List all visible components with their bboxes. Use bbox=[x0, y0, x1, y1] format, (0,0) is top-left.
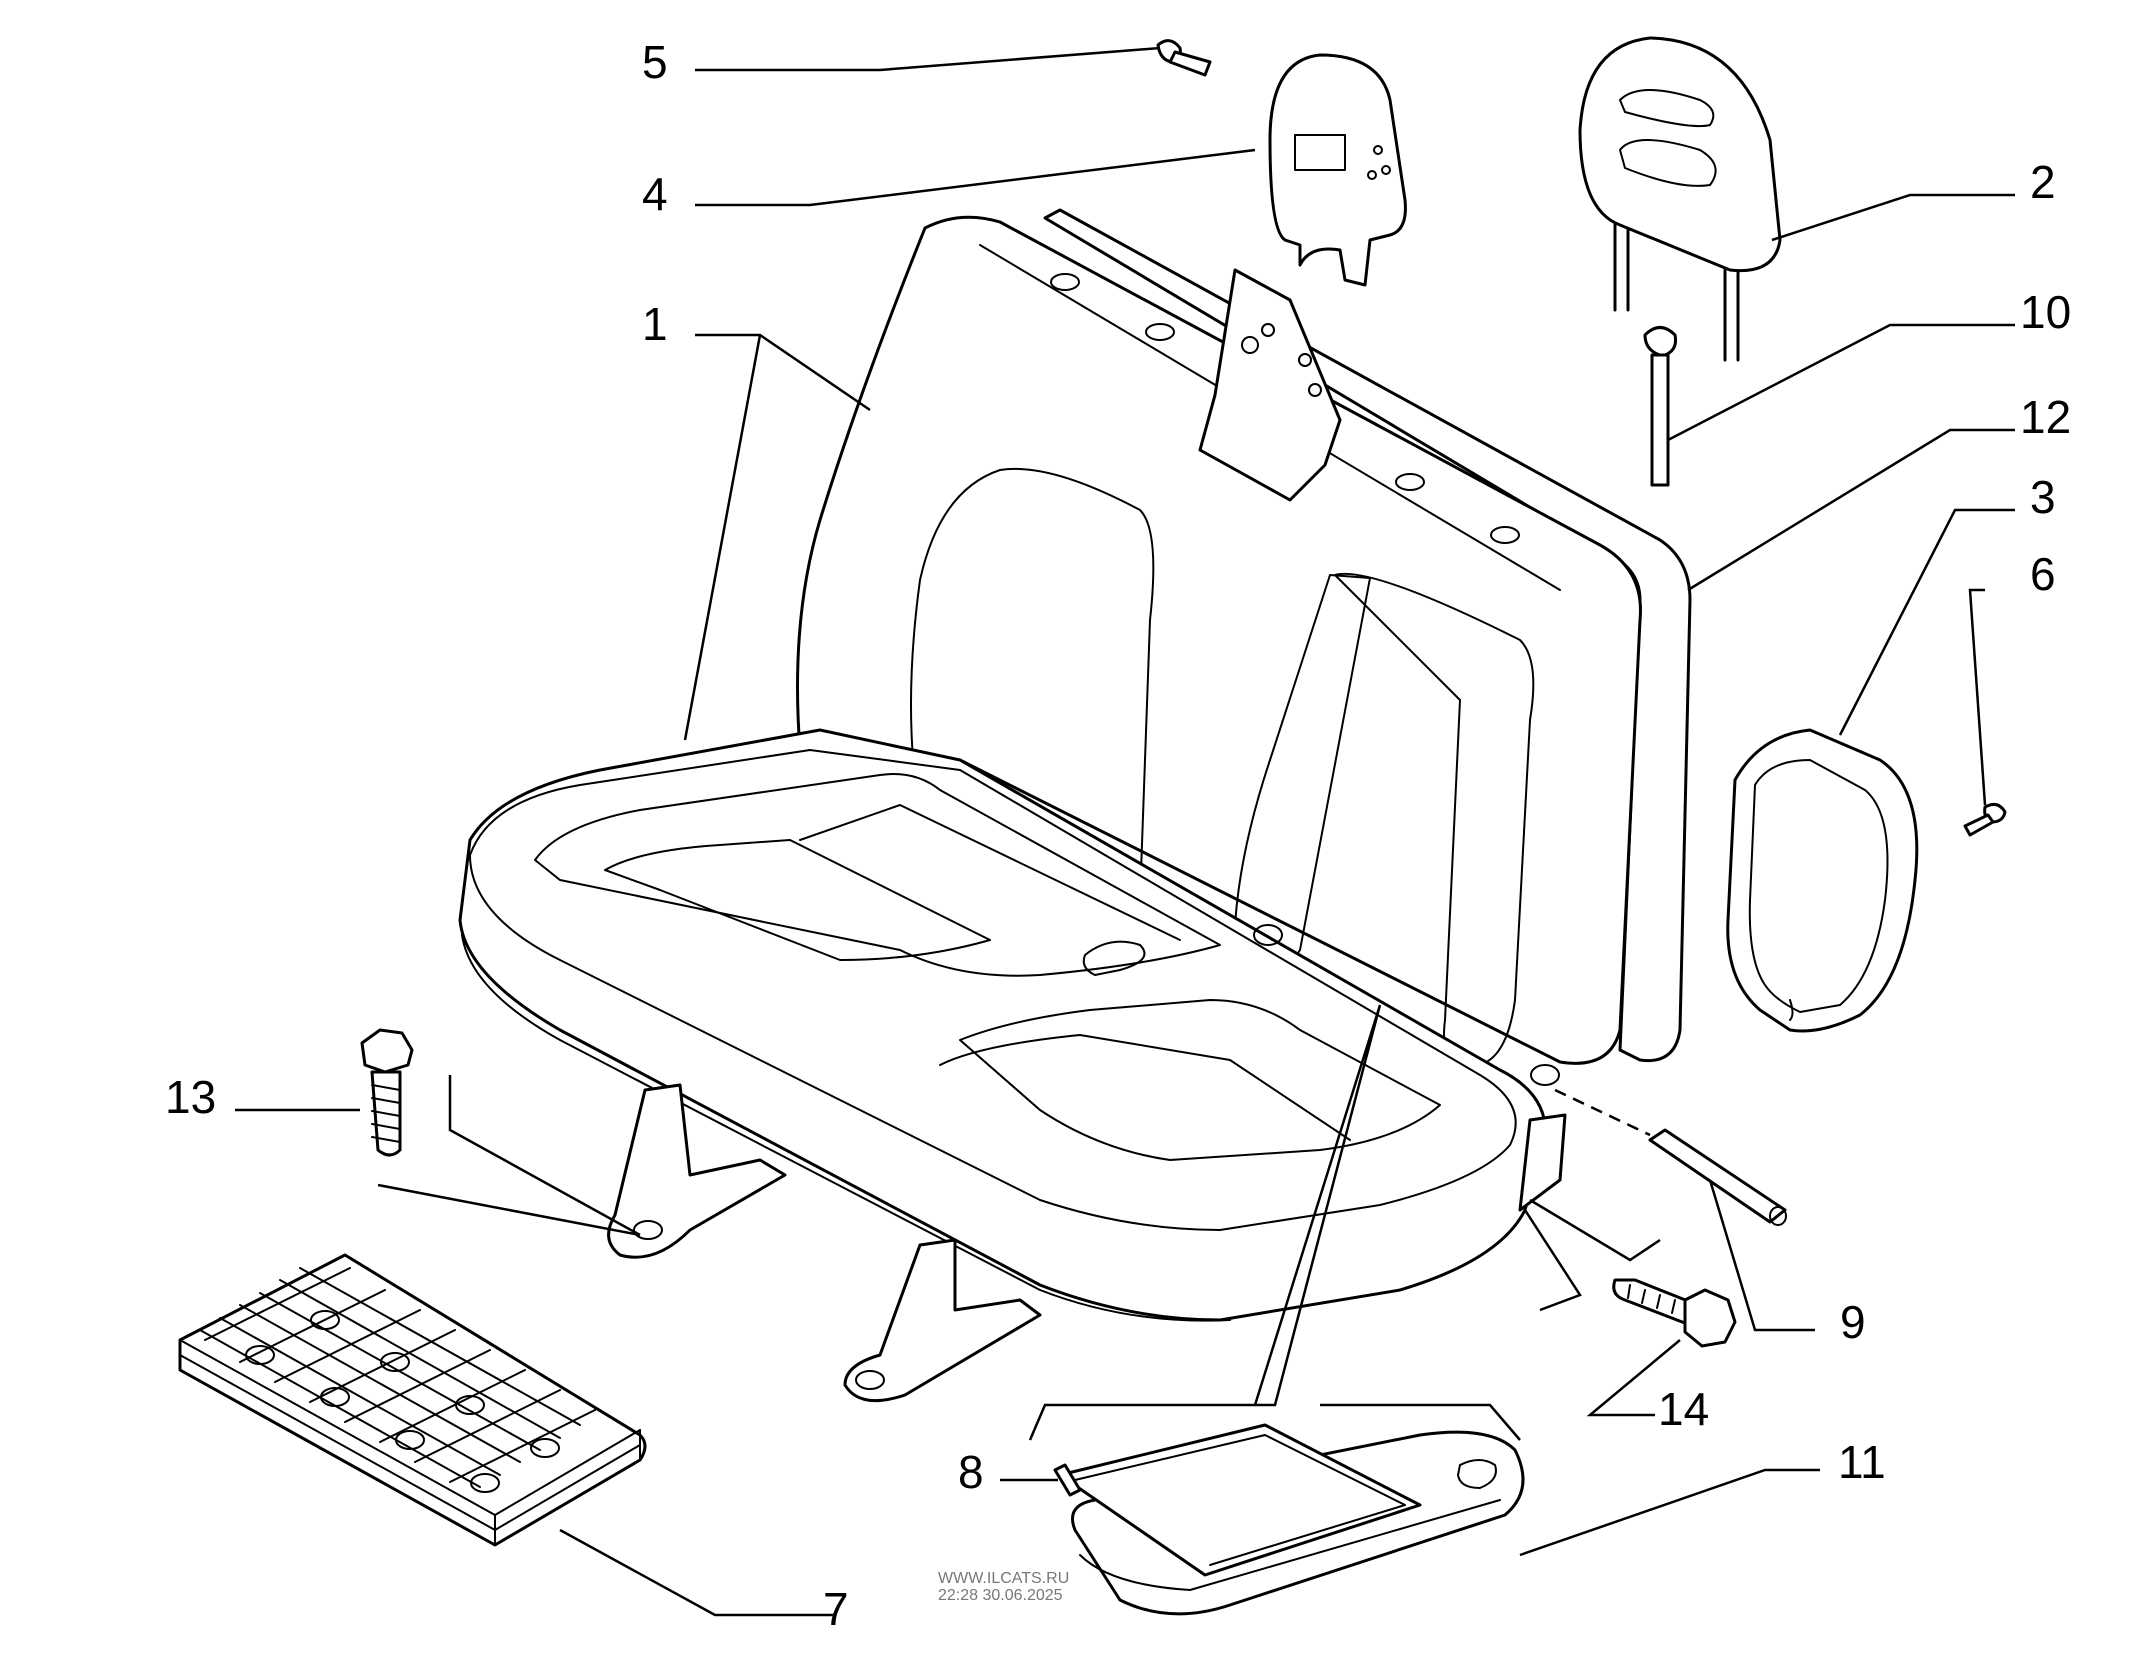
callout-1: 1 bbox=[642, 298, 668, 350]
callout-2: 2 bbox=[2030, 156, 2056, 208]
headrest-side bbox=[1578, 36, 1782, 362]
callout-labels: 5 4 1 2 10 12 3 6 13 7 8 9 14 11 bbox=[165, 36, 2071, 1635]
callout-8: 8 bbox=[958, 1446, 984, 1498]
watermark: WWW.ILCATS.RU 22:28 30.06.2025 bbox=[938, 1570, 1069, 1604]
callout-5: 5 bbox=[642, 36, 668, 88]
bench-seat-assembly bbox=[458, 208, 1692, 1403]
screw-6 bbox=[1963, 802, 2007, 837]
armrest-pad-8 bbox=[1053, 1423, 1422, 1577]
callout-7: 7 bbox=[823, 1583, 849, 1635]
rod-9 bbox=[1554, 1088, 1787, 1226]
bolt-14 bbox=[1612, 1278, 1737, 1348]
callout-10: 10 bbox=[2020, 286, 2071, 338]
storage-tray-7 bbox=[178, 1253, 647, 1547]
callout-13: 13 bbox=[165, 1071, 216, 1123]
watermark-site: WWW.ILCATS.RU bbox=[938, 1570, 1069, 1587]
callout-4: 4 bbox=[642, 168, 668, 220]
headrest-center bbox=[1268, 53, 1407, 287]
watermark-timestamp: 22:28 30.06.2025 bbox=[938, 1587, 1063, 1604]
callout-6: 6 bbox=[2030, 548, 2056, 600]
callout-9: 9 bbox=[1840, 1296, 1866, 1348]
pin-10 bbox=[1643, 326, 1677, 487]
bolt-13 bbox=[360, 1028, 414, 1157]
callout-14: 14 bbox=[1658, 1383, 1709, 1435]
bolt-5 bbox=[1156, 39, 1212, 77]
side-cover-3 bbox=[1726, 728, 1919, 1033]
callout-11: 11 bbox=[1838, 1436, 1886, 1488]
leader-lines bbox=[235, 46, 2015, 1617]
callout-3: 3 bbox=[2030, 471, 2056, 523]
callout-12: 12 bbox=[2020, 391, 2071, 443]
